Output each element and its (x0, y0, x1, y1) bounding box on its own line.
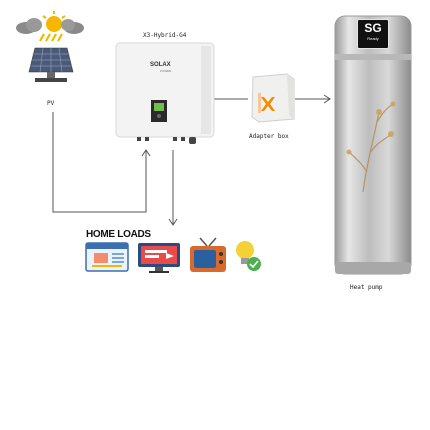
adapter-box-label: Adapter box (249, 133, 289, 140)
monitor-icon (136, 241, 182, 275)
inverter-model-label: X3-Hybrid-G4 (143, 32, 187, 39)
tv-icon (188, 236, 228, 274)
pv-label: PV (47, 100, 55, 107)
sun-cloud-icon (10, 10, 92, 46)
inverter-icon (115, 42, 215, 146)
heat-pump-label: Heat pump (350, 284, 383, 291)
inverter-to-loads-arrowhead (168, 218, 178, 226)
pv-to-inverter-arrowhead (141, 149, 151, 157)
adapter-to-heatpump-arrowhead (323, 94, 331, 104)
sg-ready-badge: SG Ready (357, 19, 389, 49)
home-loads-title: HOME LOADS (86, 229, 151, 240)
heat-pump-tank-icon (333, 12, 413, 280)
sg-badge-subtext: Ready (367, 36, 379, 41)
lightbulb-icon (233, 239, 263, 273)
adapter-box-icon (249, 73, 295, 123)
solar-panel-icon (27, 46, 75, 84)
calendar-icon (84, 241, 130, 273)
solax-logo-sub: POWER (160, 69, 172, 73)
solax-logo: SOLAX (150, 62, 171, 68)
pv-to-inverter-line (52, 112, 147, 213)
sg-badge-text: SG (364, 21, 382, 35)
